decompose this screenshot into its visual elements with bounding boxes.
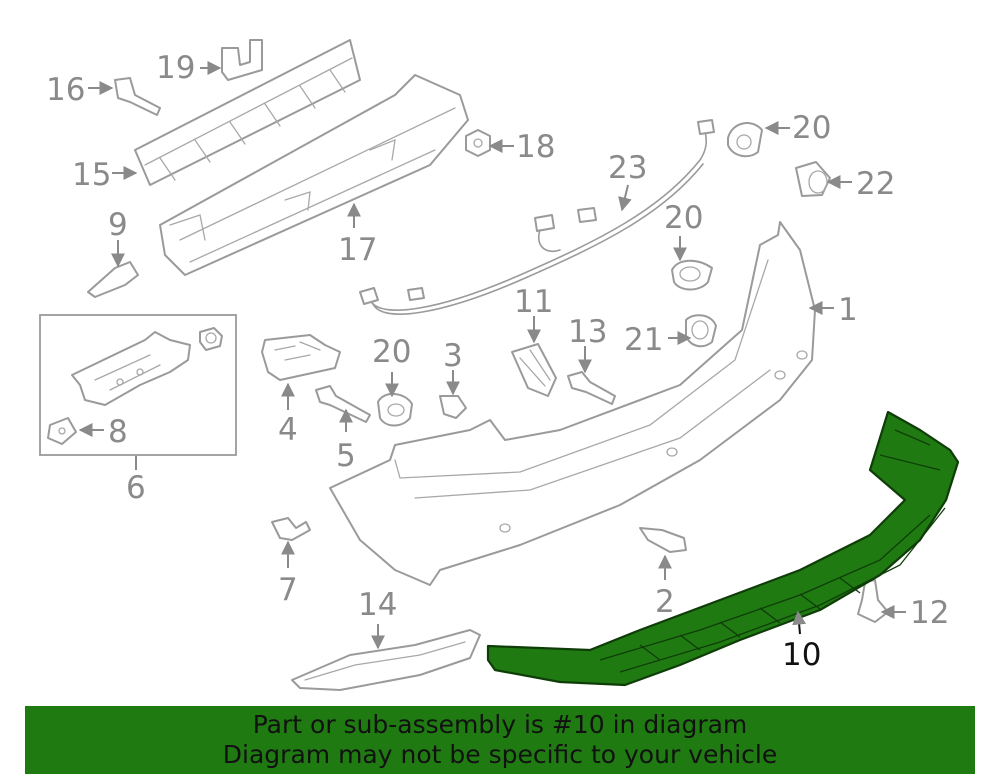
- info-banner: Part or sub-assembly is #10 in diagram D…: [25, 706, 975, 774]
- callout-20-lower: 20: [372, 334, 411, 370]
- callout-17: 17: [338, 232, 377, 268]
- callout-14: 14: [358, 587, 397, 623]
- part-5-bolt[interactable]: [315, 385, 371, 423]
- part-11-bracket[interactable]: [511, 343, 557, 397]
- callout-23: 23: [608, 150, 647, 186]
- part-1-bumper-cover[interactable]: [329, 221, 816, 586]
- part-9-bolt[interactable]: [87, 261, 139, 298]
- callout-4: 4: [278, 412, 298, 448]
- part-4-bracket[interactable]: [261, 334, 341, 381]
- part-22-sensor-bezel[interactable]: [795, 161, 831, 197]
- callout-20-top: 20: [792, 110, 831, 146]
- part-14-reflector[interactable]: [291, 629, 481, 691]
- part-10-lower-valance-highlighted[interactable]: [486, 410, 960, 687]
- callout-12: 12: [910, 595, 949, 631]
- part-23-wiring-harness[interactable]: [359, 119, 715, 315]
- part-21-sensor-retainer[interactable]: [685, 314, 717, 348]
- callout-6: 6: [126, 470, 146, 506]
- callout-11: 11: [514, 284, 553, 320]
- callout-10-highlighted: 10: [782, 637, 821, 673]
- callout-13: 13: [568, 314, 607, 350]
- part-20-sensor-middle[interactable]: [671, 259, 713, 291]
- callout-2: 2: [655, 584, 675, 620]
- part-20-sensor-top[interactable]: [727, 122, 763, 158]
- callout-5: 5: [336, 438, 356, 474]
- part-3-push-pin[interactable]: [439, 395, 467, 419]
- part-15-energy-absorber[interactable]: [134, 39, 361, 186]
- callout-7: 7: [278, 572, 298, 608]
- part-18-nut[interactable]: [465, 129, 491, 157]
- callout-20-middle: 20: [664, 200, 703, 236]
- callout-19: 19: [156, 50, 195, 86]
- callout-18: 18: [516, 129, 555, 165]
- part-20-sensor-lower[interactable]: [377, 393, 413, 427]
- callout-22: 22: [856, 166, 895, 202]
- part-7-screw[interactable]: [271, 517, 311, 541]
- callout-1: 1: [838, 292, 858, 328]
- part-19-bracket[interactable]: [221, 39, 263, 81]
- callout-15: 15: [72, 157, 111, 193]
- part-17-reinforcement-beam[interactable]: [159, 74, 469, 276]
- callout-9: 9: [108, 207, 128, 243]
- callout-labels: 16 19 15 17 18 23 20 22 20 1 21 9 8 6 4 …: [46, 50, 949, 673]
- callout-21: 21: [624, 322, 663, 358]
- leader-lines: [78, 61, 906, 650]
- banner-line-disclaimer: Diagram may not be specific to your vehi…: [222, 740, 778, 769]
- part-6-bracket-assembly-box[interactable]: [39, 314, 237, 456]
- banner-line-part: Part or sub-assembly is #10 in diagram: [252, 710, 748, 739]
- part-2-bolt[interactable]: [639, 527, 687, 553]
- part-13-bolt[interactable]: [567, 371, 616, 405]
- callout-8: 8: [108, 414, 128, 450]
- part-8-clip[interactable]: [47, 417, 77, 445]
- callout-16: 16: [46, 72, 85, 108]
- callout-3: 3: [443, 338, 463, 374]
- part-16-bolt[interactable]: [114, 77, 161, 116]
